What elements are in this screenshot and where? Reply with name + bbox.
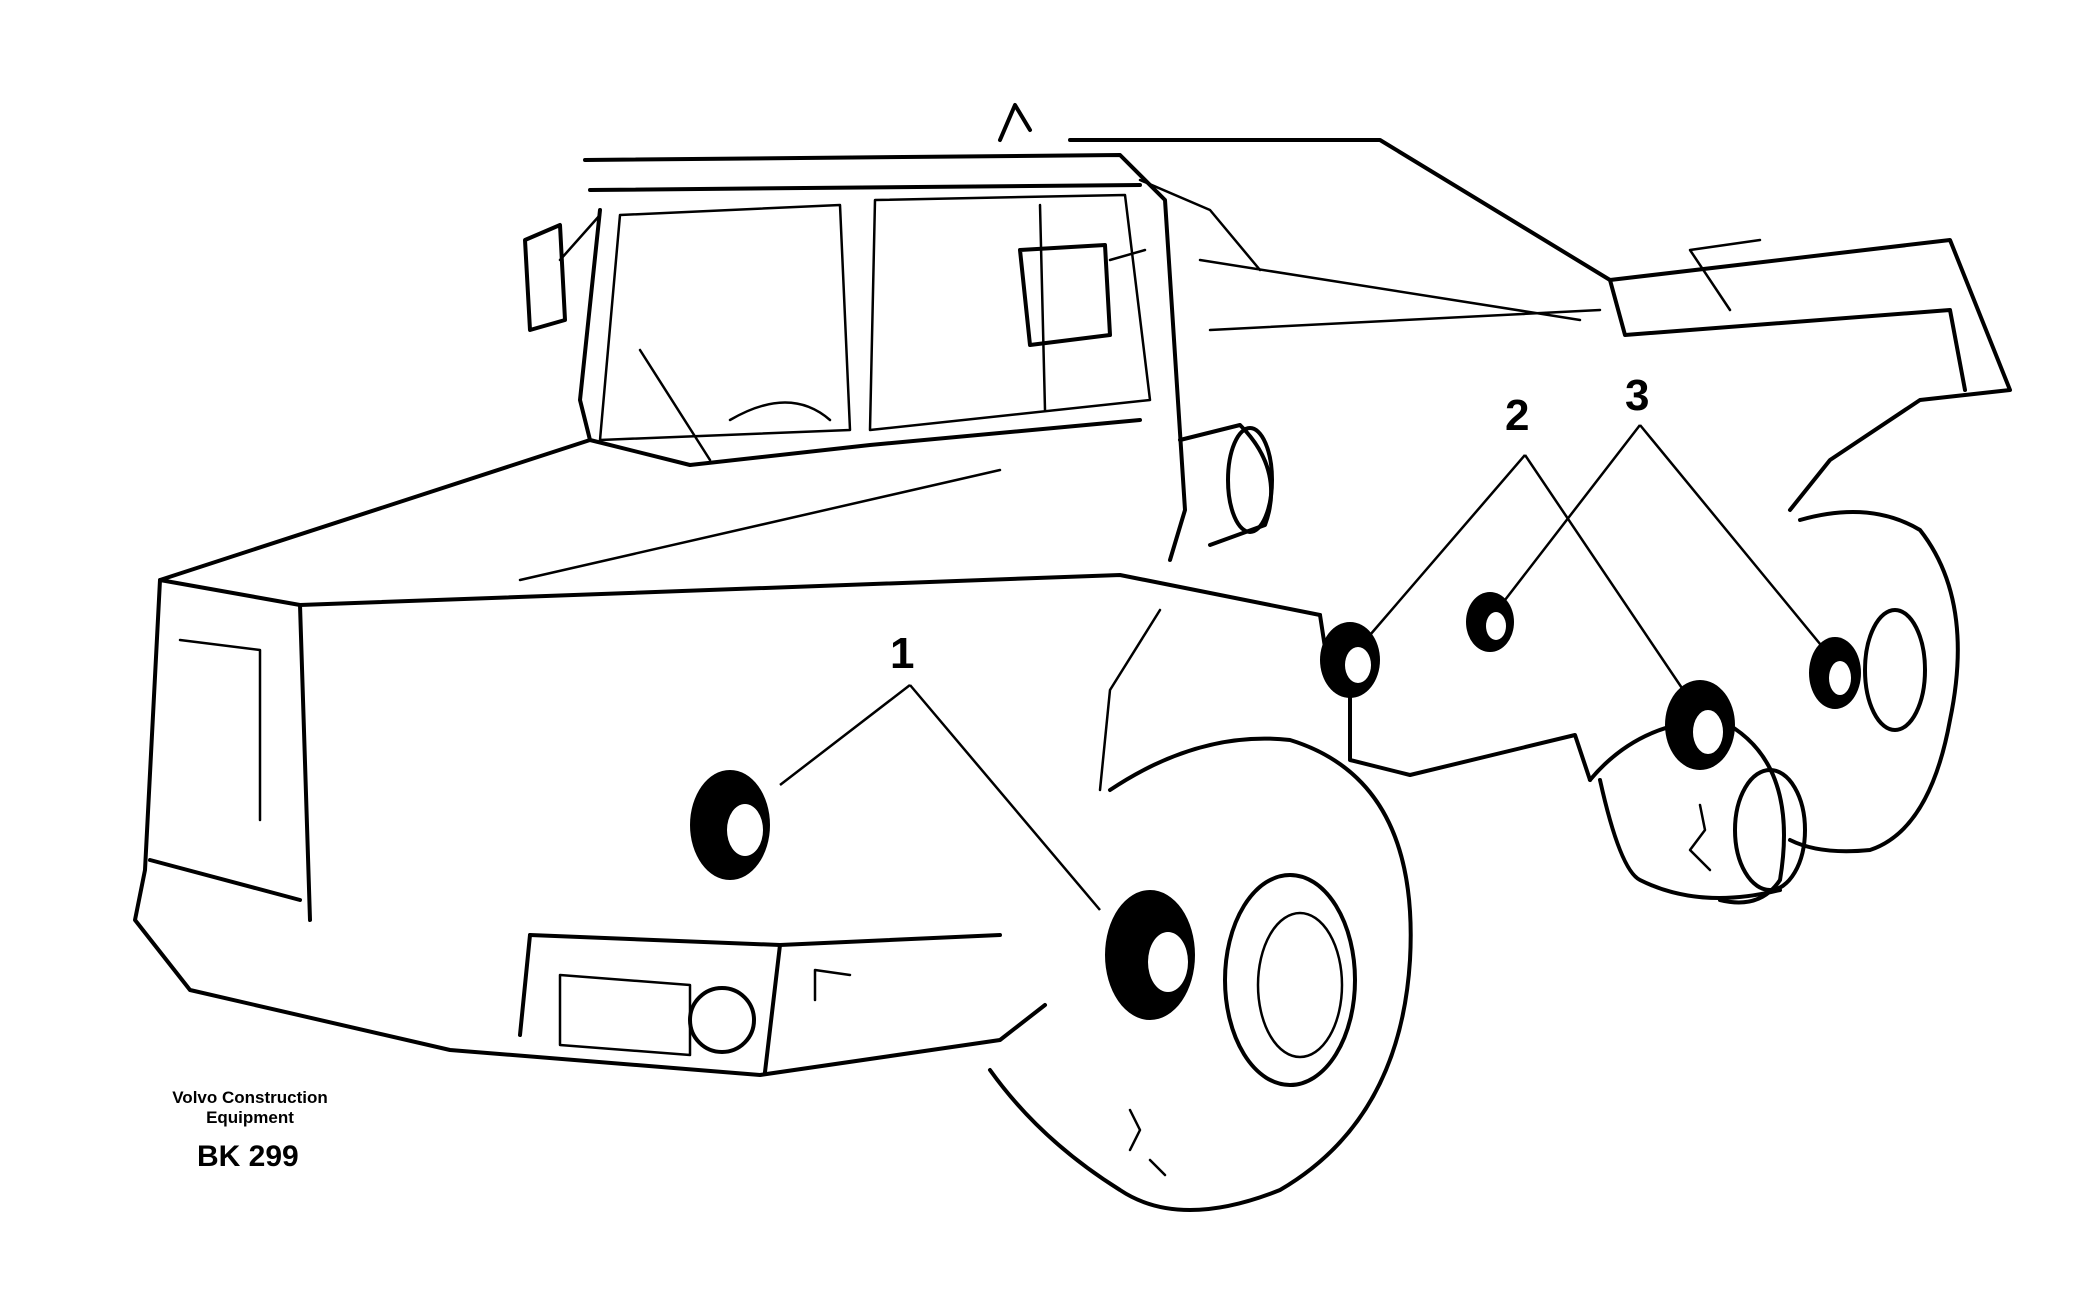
- figure-id: BK 299: [197, 1140, 299, 1173]
- hood: [133, 438, 1322, 1077]
- rear-chassis: [1318, 510, 1960, 905]
- dump-body: [1068, 138, 2012, 512]
- company-line-2: Equipment: [206, 1108, 294, 1127]
- wheel-nut-mid-center: [1466, 592, 1514, 652]
- cab: [523, 103, 1187, 562]
- wheel-nut-rear-right: [1809, 637, 1861, 709]
- callout-2: 2: [1505, 391, 1529, 440]
- callout-3: 3: [1625, 371, 1649, 420]
- wheel-nut-front-right: [1105, 890, 1195, 1020]
- wheel-nut-mid-left: [1320, 622, 1380, 698]
- company-caption: Volvo Construction Equipment: [150, 1088, 350, 1128]
- air-filter: [1178, 423, 1274, 547]
- callout-1: 1: [890, 629, 914, 678]
- front-wheel: [988, 736, 1413, 1212]
- wheel-nut-front-left: [690, 770, 770, 880]
- leader-lines: [779, 424, 1826, 911]
- company-line-1: Volvo Construction: [172, 1088, 328, 1107]
- wheel-nut-rear-left: [1665, 680, 1735, 770]
